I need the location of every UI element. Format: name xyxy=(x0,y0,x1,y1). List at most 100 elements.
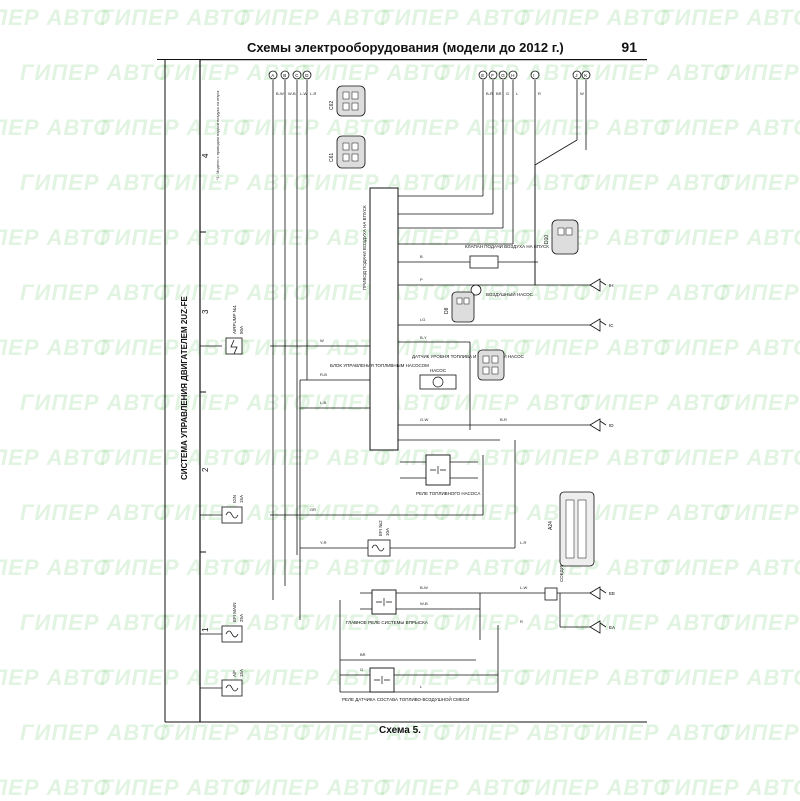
connector-fuel-sensor-picture xyxy=(477,349,505,381)
wire-color-label: L-W xyxy=(520,585,528,590)
connector-c61-picture xyxy=(336,135,366,169)
connector-ref-c62: C62 xyxy=(329,101,335,110)
wire-color-label: B-R xyxy=(486,91,493,96)
ground-symbol xyxy=(589,318,607,332)
top-terminal-label: K xyxy=(584,73,587,78)
top-terminal-circle xyxy=(268,70,278,80)
wire-color-label: GR xyxy=(310,507,316,512)
wire-color-label: Y-R xyxy=(320,540,327,545)
fuse-rating-efi2: 10A xyxy=(385,528,390,536)
ground-symbols: IH IC ID EE EA xyxy=(589,278,615,634)
air-pump-motor xyxy=(470,284,482,296)
wire-color-label: W-B xyxy=(288,91,296,96)
top-terminal-label: I xyxy=(533,73,534,78)
wire-color-label: W-B xyxy=(420,601,428,606)
connector-ref-a24: A24 xyxy=(548,521,554,530)
connector-ref-c61: C61 xyxy=(329,153,335,162)
af-relay xyxy=(369,667,395,693)
junction-connector xyxy=(544,587,558,601)
top-terminal-circle xyxy=(530,70,540,80)
connector-d8-picture xyxy=(451,291,475,323)
wire-color-label: B-R xyxy=(500,417,507,422)
ground-label: EA xyxy=(609,625,615,630)
wire-color-label: R xyxy=(520,619,523,624)
fuse-airpump xyxy=(225,337,243,355)
top-terminal-circle xyxy=(302,70,312,80)
wire-color-label: W xyxy=(580,91,584,96)
fuse-rating-efi-main: 25A xyxy=(239,614,244,622)
fuse-ign xyxy=(221,506,243,524)
wire-color-label: LG xyxy=(420,317,425,322)
page-title: Схемы электрооборудования (модели до 201… xyxy=(247,40,564,55)
fuse-af xyxy=(221,679,243,697)
top-terminal-circle xyxy=(572,70,582,80)
top-terminal-label: E xyxy=(481,73,484,78)
top-terminal-circle xyxy=(292,70,302,80)
wire-color-label: L-R xyxy=(520,540,527,545)
wire-color-label: G xyxy=(506,91,509,96)
fuse-label-efi-main: EFI MAIN xyxy=(232,602,237,622)
header-rule xyxy=(157,59,647,60)
ground-label: IC xyxy=(609,323,614,328)
main-relay-label: ГЛАВНОЕ РЕЛЕ СИСТЕМЫ ВПРЫСКА xyxy=(346,620,428,625)
top-terminal-label: J xyxy=(575,73,577,78)
top-terminal-label: B xyxy=(283,73,286,78)
wire-color-label: G-W xyxy=(420,417,428,422)
fuse-label-ign: IGN xyxy=(232,495,237,503)
fuel-pump-relay xyxy=(425,454,451,486)
ground-symbol xyxy=(589,278,607,292)
page-number: 91 xyxy=(621,39,637,55)
air-valve-label: КЛАПАН ПОДАЧИ ВОЗДУХА НА ВПУСК xyxy=(465,244,549,249)
wire-color-label: B-W xyxy=(276,91,284,96)
fuse-label-airpump: AIRPUMP №1 xyxy=(232,305,237,334)
connector-ref-d8: D8 xyxy=(444,307,450,314)
ground-label: ID xyxy=(609,423,614,428)
section-number-2: 2 xyxy=(201,467,210,472)
top-terminal-label: F xyxy=(491,73,494,78)
wire-color-label: R-B xyxy=(320,372,327,377)
wire-color-label: W xyxy=(320,338,324,343)
fuse-label-efi2: EFI №2 xyxy=(378,520,383,536)
wire-color-label: BR xyxy=(360,652,366,657)
top-terminal-label: A xyxy=(271,73,274,78)
wire-color-label: P xyxy=(420,277,423,282)
fuse-rating-ign: 15A xyxy=(239,495,244,503)
top-terminal-circle xyxy=(280,70,290,80)
fuse-rating-airpump: 50A xyxy=(239,326,244,334)
pump-ecu-block xyxy=(369,187,399,451)
page-header: Схемы электрооборудования (модели до 201… xyxy=(157,38,647,60)
wire-color-label: L xyxy=(420,684,423,689)
fuel-sensor-label: ДАТЧИК УРОВНЯ ТОПЛИВА И ТОПЛИВНЫЙ НАСОС xyxy=(412,352,525,359)
top-terminal-label: D xyxy=(305,73,309,78)
top-terminal-circle xyxy=(498,70,508,80)
connector-c62-picture xyxy=(336,85,366,117)
ground-label: EE xyxy=(609,591,615,596)
top-terminal-circle xyxy=(508,70,518,80)
wire-color-label: G xyxy=(360,667,363,672)
fuse-efi2 xyxy=(367,539,391,557)
fuse-label-af: A/F xyxy=(232,670,237,677)
connector-d10-picture xyxy=(551,219,579,255)
wire-color-label: L-B xyxy=(320,400,327,405)
top-terminal-label: G xyxy=(501,73,505,78)
wire-color-label: BR xyxy=(496,91,502,96)
diagram-note: *1: Модели с приводом подачи воздуха на … xyxy=(215,90,220,180)
fuse-rating-af: 15A xyxy=(239,669,244,677)
wire-color-label: L-R xyxy=(310,91,317,96)
top-terminal-circle xyxy=(478,70,488,80)
section-number-4: 4 xyxy=(201,153,210,158)
ground-label: IH xyxy=(609,283,614,288)
ground-symbol xyxy=(589,586,607,600)
top-terminal-circle xyxy=(581,70,591,80)
wire-color-label: B xyxy=(420,254,423,259)
air-valve-box xyxy=(469,255,499,269)
fuel-pump-relay-label: РЕЛЕ ТОПЛИВНОГО НАСОСА xyxy=(416,491,480,496)
wire-color-label: B-W xyxy=(420,585,428,590)
left-frame xyxy=(164,59,647,723)
ground-symbol xyxy=(589,418,607,432)
air-pump-label: ВОЗДУШНЫЙ НАСОС xyxy=(486,290,534,297)
connector-ref-d10: D10 xyxy=(544,235,550,244)
